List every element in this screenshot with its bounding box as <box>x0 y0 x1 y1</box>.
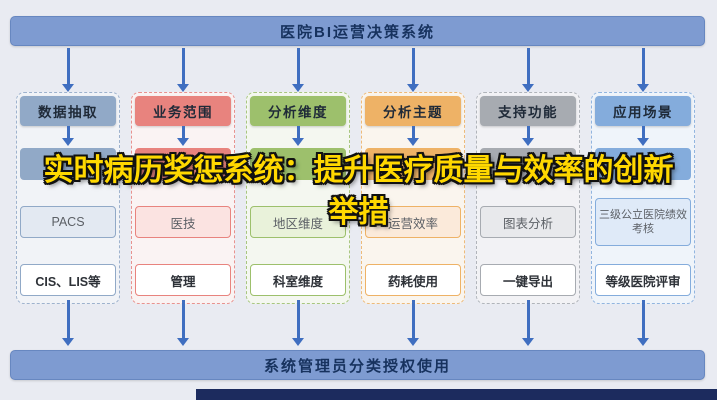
bottom-dark-strip <box>196 389 717 400</box>
flow-box: 医技 <box>135 206 231 238</box>
flow-box: 三级公立医院绩效考核 <box>595 198 691 246</box>
flow-box: 地区维度 <box>250 206 346 238</box>
flow-box: 药耗使用 <box>365 264 461 296</box>
down-arrow <box>292 48 304 92</box>
down-arrow <box>522 48 534 92</box>
column-analysis-dimension: 分析维度 地区维度 科室维度 <box>246 92 350 304</box>
down-arrow <box>62 300 74 346</box>
flow-box: 图表分析 <box>480 206 576 238</box>
flow-box: PACS <box>20 206 116 238</box>
flow-box <box>365 148 461 180</box>
flow-box <box>135 148 231 180</box>
down-arrow <box>522 300 534 346</box>
column-header: 业务范围 <box>135 96 231 126</box>
bottom-bar: 系统管理员分类授权使用 <box>10 350 705 380</box>
down-arrow <box>62 126 74 146</box>
down-arrow <box>177 300 189 346</box>
down-arrow <box>637 48 649 92</box>
down-arrow <box>637 126 649 146</box>
flow-box: 运营效率 <box>365 206 461 238</box>
flow-box: CIS、LIS等 <box>20 264 116 296</box>
flow-box <box>250 148 346 180</box>
column-header: 分析主题 <box>365 96 461 126</box>
flow-box: 一键导出 <box>480 264 576 296</box>
column-header: 数据抽取 <box>20 96 116 126</box>
down-arrow <box>292 126 304 146</box>
title-bar: 医院BI运营决策系统 <box>10 16 705 46</box>
down-arrow <box>407 48 419 92</box>
column-header: 应用场景 <box>595 96 691 126</box>
down-arrow <box>62 48 74 92</box>
down-arrow <box>637 300 649 346</box>
flow-box <box>480 148 576 180</box>
column-data-extraction: 数据抽取 PACS CIS、LIS等 <box>16 92 120 304</box>
down-arrow <box>407 300 419 346</box>
flow-box: 管理 <box>135 264 231 296</box>
down-arrow <box>177 126 189 146</box>
flow-box: 科室维度 <box>250 264 346 296</box>
flow-box: 等级医院评审 <box>595 264 691 296</box>
flow-box <box>595 148 691 180</box>
column-header: 支持功能 <box>480 96 576 126</box>
column-analysis-theme: 分析主题 运营效率 药耗使用 <box>361 92 465 304</box>
column-application-scenario: 应用场景 三级公立医院绩效考核 等级医院评审 <box>591 92 695 304</box>
down-arrow <box>407 126 419 146</box>
down-arrow <box>177 48 189 92</box>
column-header: 分析维度 <box>250 96 346 126</box>
column-business-scope: 业务范围 医技 管理 <box>131 92 235 304</box>
column-support-function: 支持功能 图表分析 一键导出 <box>476 92 580 304</box>
down-arrow <box>292 300 304 346</box>
down-arrow <box>522 126 534 146</box>
flow-box <box>20 148 116 180</box>
